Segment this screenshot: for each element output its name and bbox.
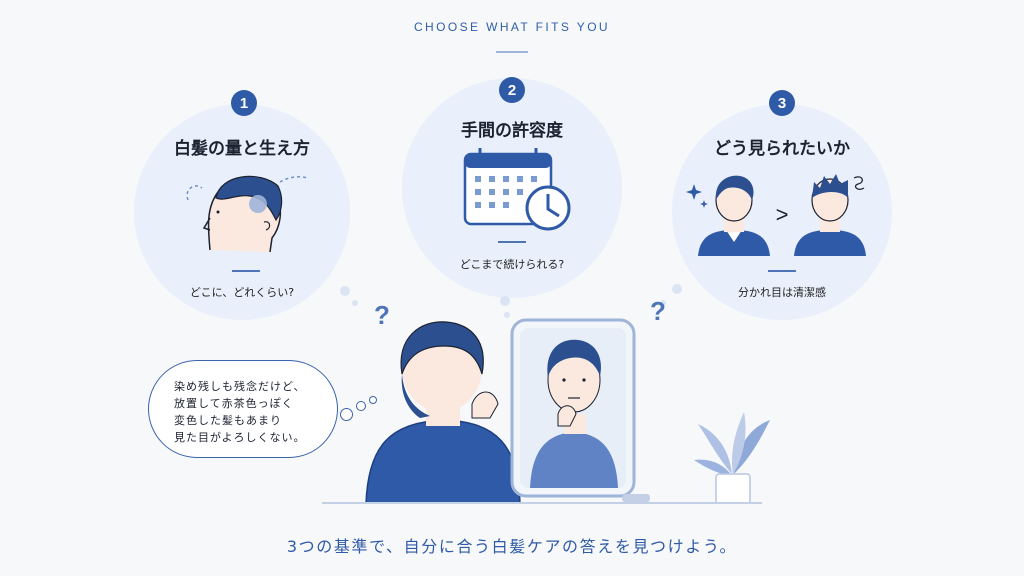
criterion-3-caption: 分かれ目は清潔感 [738,286,826,299]
speech-line: 染め残しも残念だけど、 [174,380,306,393]
mirror-icon [510,318,650,502]
criterion-2-title: 手間の許容度 [461,121,563,141]
thought-dot [504,312,510,318]
floor-line [322,502,762,504]
speech-bubble [148,360,338,458]
speech-line: 放置して赤茶色っぽく [174,397,294,410]
eyebrow-heading: CHOOSE WHAT FITS YOU [413,20,610,34]
criterion-3-badge: 3 [769,90,795,116]
speech-bubble-text: 染め残しも残念だけど、 放置して赤茶色っぽく 変色した髪もあまり 見た目がよろし… [174,378,334,446]
comparison-arrow: > [776,202,789,227]
eyebrow-divider [496,51,528,53]
man-back-illustration [365,321,521,504]
criterion-2-divider [498,241,526,243]
criterion-2-caption: どこまで続けられる? [459,258,565,271]
speech-line: 変色した髪もあまり [174,414,282,427]
thought-dot [672,284,682,294]
criterion-1-title: 白髪の量と生え方 [174,139,310,159]
thought-dot [340,286,350,296]
question-mark-right: ? [650,296,666,326]
criterion-1-badge: 1 [231,90,257,116]
thought-dot [660,300,666,306]
speech-bubble-tail [369,396,377,404]
question-mark-left: ? [374,300,390,330]
criterion-2-badge: 2 [499,77,525,103]
head-profile-icon [186,175,309,253]
thought-dot [500,296,510,306]
plant-icon [694,412,770,504]
calendar-clock-icon [463,148,571,231]
thought-dot [352,300,358,306]
speech-line: 見た目がよろしくない。 [174,431,306,444]
footer-message: 3つの基準で、自分に合う白髪ケアの答えを見つけよう。 [286,537,738,556]
criterion-3-title: どう見られたいか [714,139,850,159]
criterion-3-divider [768,270,796,272]
speech-bubble-tail [340,408,353,421]
speech-bubble-tail [356,401,366,411]
criterion-1-divider [232,270,260,272]
criterion-3-circle [672,104,892,320]
people-compare-icon: > [686,174,866,256]
criterion-1-caption: どこに、どれくらい? [189,286,295,299]
